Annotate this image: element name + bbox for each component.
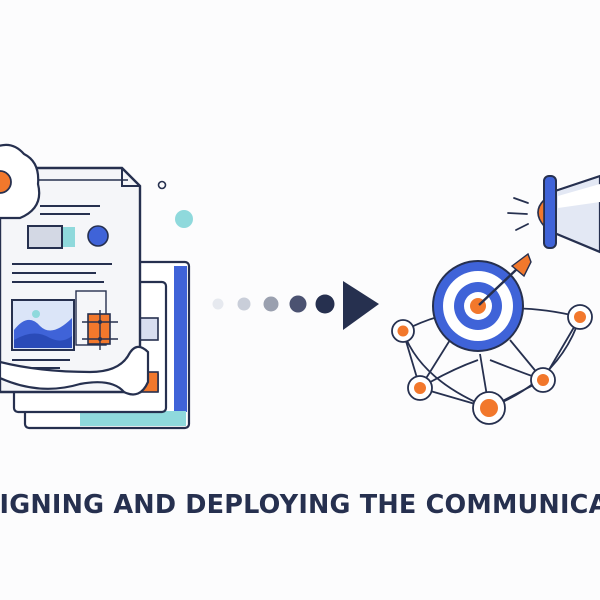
caption-text: DESIGNING AND DEPLOYING THE COMMUNICATIO… (0, 490, 600, 520)
sound-wave-line (507, 212, 528, 215)
handle-dot (98, 320, 102, 324)
sound-wave-line (515, 223, 529, 231)
network-node-core (574, 311, 586, 323)
back-document-footer (80, 411, 186, 426)
placeholder-block (27, 225, 63, 249)
network-node-core (480, 399, 498, 417)
megaphone-mouthpiece (537, 198, 545, 229)
arrow-dot-3 (263, 296, 279, 312)
dart-arrow-icon (478, 252, 532, 306)
arrow-dot-1 (212, 298, 224, 310)
dotted-arrow-icon (212, 281, 379, 330)
network-node-core (414, 382, 426, 394)
megaphone-icon (507, 174, 600, 254)
arrow-dot-5 (315, 294, 335, 314)
arrow-dot-4 (289, 295, 307, 313)
back-document-edge (174, 266, 187, 412)
teal-dot (175, 210, 193, 228)
arrow-dot-2 (237, 297, 251, 311)
cloud-orange-dot (0, 170, 12, 194)
megaphone-rim (543, 175, 557, 249)
image-water (14, 333, 72, 348)
cloud-icon (0, 143, 41, 220)
network-nodes-icon (391, 304, 593, 425)
image-placeholder-icon (11, 299, 75, 351)
network-node-core (397, 325, 409, 337)
megaphone-highlight (558, 184, 600, 208)
cloud-shape (0, 143, 41, 220)
dart-shaft (478, 267, 519, 306)
arrow-head (343, 281, 379, 330)
blue-dot (87, 225, 109, 247)
dart-fletching (510, 252, 532, 278)
network-node-core (537, 374, 549, 386)
teal-accent-block (63, 227, 75, 247)
small-ring (157, 180, 167, 190)
bottom-cloud (0, 345, 150, 396)
image-sun (32, 310, 40, 318)
document-stack-icon (0, 166, 191, 430)
front-document-fold (121, 168, 140, 187)
sound-wave-line (513, 197, 529, 204)
handle-dot (98, 337, 102, 341)
